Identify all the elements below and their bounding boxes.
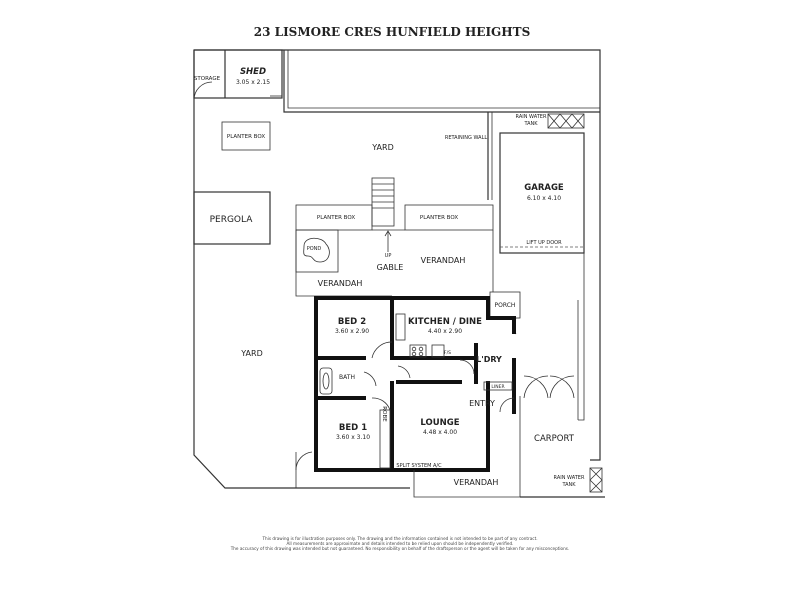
disclaimer-line-3: The accuracy of this drawing was intende… <box>230 546 570 551</box>
fs-label: F/S <box>444 350 451 356</box>
shed-dims: 3.05 x 2.15 <box>236 79 270 86</box>
bed1-label: BED 1 <box>339 423 367 433</box>
carport-gate-right-swing <box>549 375 575 399</box>
bath-basin <box>322 372 330 390</box>
up-arrow-head <box>384 230 392 237</box>
gable-label: GABLE <box>377 263 404 272</box>
site-boundary <box>194 49 601 461</box>
burner-icon <box>411 351 417 357</box>
rain-water-tank-bottom-label: RAIN WATER <box>554 475 585 481</box>
driveway-line <box>578 253 585 421</box>
bath-door-swing <box>363 371 377 387</box>
plan-title: 23 LISMORE CRES HUNFIELD HEIGHTS <box>254 25 531 39</box>
rain-water-tank-top <box>547 113 585 129</box>
rain-water-tank-bottom <box>589 467 603 493</box>
laundry-label: L'DRY <box>476 355 502 364</box>
rain-water-tank-top-label-2: TANK <box>523 121 538 127</box>
entry-door-swing <box>499 397 515 413</box>
up-label: UP <box>385 253 392 259</box>
yard-top-label: YARD <box>371 143 393 152</box>
house-wall-bed1 <box>314 396 394 472</box>
garage-label: GARAGE <box>524 183 564 193</box>
storage-door-swing <box>193 81 213 101</box>
pond-label: POND <box>307 246 322 252</box>
fridge-space <box>431 344 445 358</box>
carport-label: CARPORT <box>534 434 575 444</box>
pergola-label: PERGOLA <box>210 215 254 225</box>
rain-water-tank-top-hatch <box>547 113 585 129</box>
retaining-outer <box>283 50 600 113</box>
site-boundary-left <box>193 50 410 489</box>
robe-outline <box>379 409 391 469</box>
verandah-upper-right-label: VERANDAH <box>421 256 466 265</box>
carport-gate-left-swing <box>523 375 549 399</box>
lounge-label: LOUNGE <box>420 418 459 428</box>
retaining-wall-label: RETAINING WALL <box>445 135 487 141</box>
planter-box-right <box>404 204 494 231</box>
rain-water-tank-bottom-hatch <box>589 467 603 493</box>
shed-outline <box>193 49 283 99</box>
shed-label: SHED <box>240 67 266 77</box>
garage-outline <box>499 132 585 254</box>
verandah-upper-left-label: VERANDAH <box>318 279 363 288</box>
robe-label: ROBE <box>381 406 387 422</box>
bed2-dims: 3.60 x 2.90 <box>335 328 369 335</box>
house-wall-top-right <box>390 296 516 334</box>
liner-label: LINER <box>491 384 504 390</box>
rain-water-tank-bottom-label-2: TANK <box>561 482 576 488</box>
linen-cupboard <box>483 381 513 391</box>
bed2-door-swing <box>371 341 393 359</box>
planter-box-top-label: PLANTER BOX <box>227 134 265 140</box>
pond-shape <box>303 237 330 263</box>
garage-dims: 6.10 x 4.10 <box>527 195 561 202</box>
house-wall-top-left <box>314 296 394 360</box>
bath-label: BATH <box>339 374 355 381</box>
kitchen-cooktop <box>409 344 427 358</box>
burner-icon <box>411 346 417 352</box>
burner-icon <box>418 346 424 352</box>
planter-box-left-label: PLANTER BOX <box>317 215 355 221</box>
verandah-bottom-outline <box>413 470 520 498</box>
kitchen-sink <box>395 313 406 341</box>
planter-box-right-label: PLANTER BOX <box>420 215 458 221</box>
bed1-door-swing <box>371 397 391 411</box>
hall-door-swing <box>397 365 411 379</box>
steps <box>371 177 395 227</box>
yard-gate-swing <box>295 451 313 471</box>
laundry-door-swing <box>459 359 475 375</box>
kitchen-dims: 4.40 x 2.90 <box>428 328 462 335</box>
verandah-bottom-label: VERANDAH <box>454 478 499 487</box>
bed1-dims: 3.60 x 3.10 <box>336 434 370 441</box>
burner-icon <box>418 351 424 357</box>
bed2-label: BED 2 <box>338 317 366 327</box>
planter-box-top <box>221 121 271 151</box>
entry-label: ENTRY <box>469 399 495 408</box>
split-system-label: SPLIT SYSTEM A/C <box>396 463 442 469</box>
lounge-dims: 4.48 x 4.00 <box>423 429 457 436</box>
pergola-outline <box>193 191 271 245</box>
disclaimer-line-2: All measurements are approximate and det… <box>287 541 514 546</box>
lift-up-door-label: LIFT UP DOOR <box>526 240 562 246</box>
bathtub <box>319 367 333 395</box>
porch-label: PORCH <box>495 302 516 309</box>
rain-water-tank-top-label: RAIN WATER <box>516 114 547 120</box>
yard-left-label: YARD <box>240 349 262 358</box>
retaining-inner <box>287 50 600 109</box>
disclaimer-line-1: This drawing is for illustration purpose… <box>261 536 537 541</box>
storage-label: STORAGE <box>194 76 221 82</box>
kitchen-label: KITCHEN / DINE <box>408 317 482 327</box>
